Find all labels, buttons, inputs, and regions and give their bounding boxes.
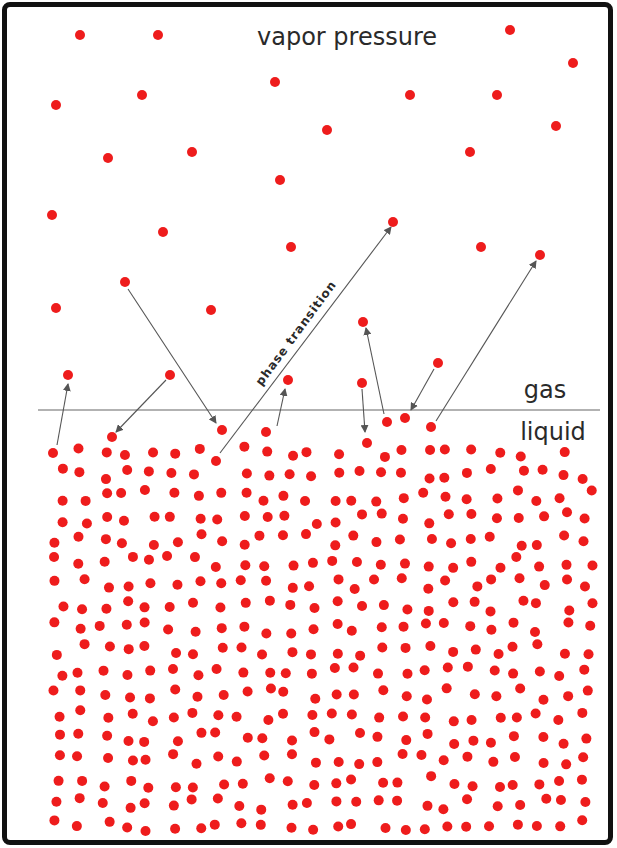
molecule-paths — [57, 227, 536, 453]
molecule-dots — [47, 25, 597, 836]
phase-label: gas — [524, 378, 566, 402]
title-label: vapor pressure — [257, 25, 437, 49]
interface-line — [38, 409, 600, 411]
phase-label: liquid — [520, 420, 586, 444]
